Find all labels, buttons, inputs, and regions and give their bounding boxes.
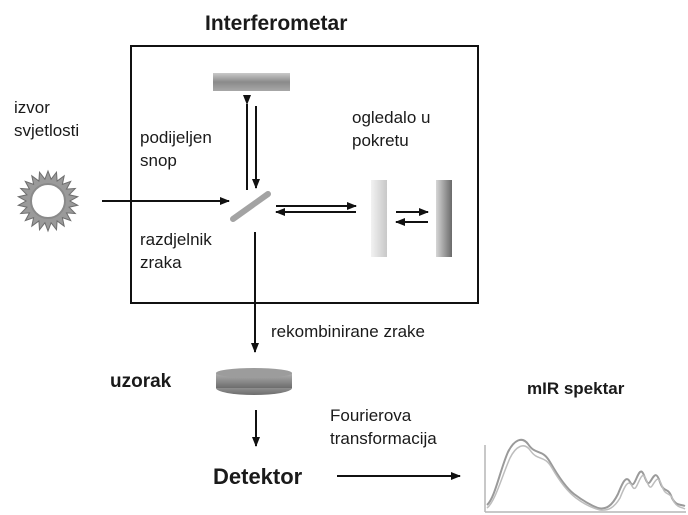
recombined-beams-label: rekombinirane zrake	[271, 322, 426, 341]
interferometer-title: Interferometar	[205, 12, 348, 35]
detector-label: Detektor	[213, 464, 303, 489]
spectrum-line-1	[486, 438, 686, 510]
moving-mirror-back	[436, 180, 452, 257]
light-source-label: izvor svjetlosti	[14, 96, 79, 142]
moving-mirror-label: ogledalo u pokretu	[352, 106, 430, 152]
split-beam-label-line1: podijeljen	[140, 128, 212, 147]
split-beam-label: podijeljen snop	[140, 126, 212, 172]
interferometer-box	[130, 45, 479, 304]
beam-splitter-label-line2: zraka	[140, 253, 182, 272]
sun-core	[30, 183, 66, 219]
sun-icon	[16, 169, 80, 233]
sample-label: uzorak	[110, 371, 172, 392]
spectrum-line-2	[486, 445, 686, 511]
moving-mirror-front	[371, 180, 387, 257]
spectrum-label: mIR spektar	[527, 379, 625, 398]
fourier-transform-label-line2: transformacija	[330, 429, 437, 448]
light-source-label-line2: svjetlosti	[14, 121, 80, 140]
split-beam-label-line2: snop	[140, 151, 177, 170]
moving-mirror-label-line1: ogledalo u	[352, 108, 431, 127]
sample-disk-top	[216, 368, 292, 378]
fourier-transform-label-line1: Fourierova	[330, 406, 412, 425]
beam-splitter-label-line1: razdjelnik	[140, 230, 212, 249]
fourier-transform-label: Fourierova transformacija	[330, 404, 437, 450]
light-source-label-line1: izvor	[14, 98, 50, 117]
spectrum-plot	[484, 438, 686, 513]
fixed-mirror	[213, 73, 290, 91]
beam-splitter-plate	[230, 191, 271, 222]
beam-splitter-label: razdjelnik zraka	[140, 228, 212, 274]
moving-mirror-label-line2: pokretu	[352, 131, 409, 150]
